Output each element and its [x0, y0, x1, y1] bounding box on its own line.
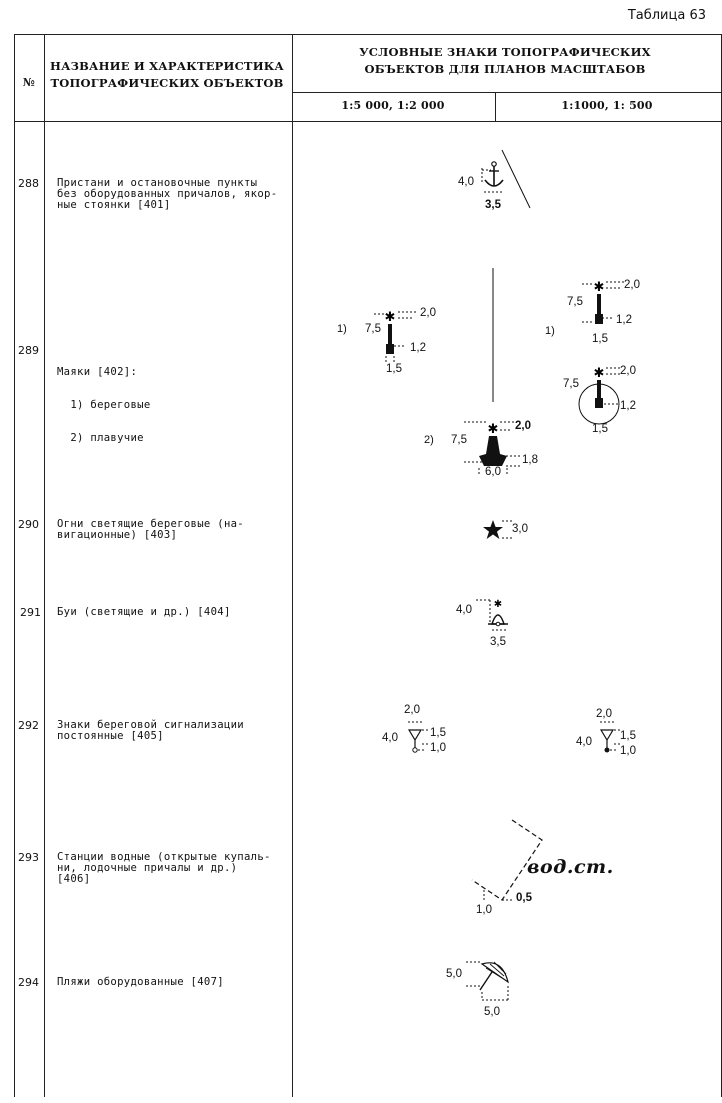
dim-label: 4,0: [456, 604, 472, 616]
dim-label: 1,8: [522, 454, 538, 466]
dim-label: 4,0: [382, 732, 398, 744]
separator-line: [492, 268, 494, 402]
dim-label: 1,2: [620, 400, 636, 412]
header-scale-a: 1:5 000, 1:2 000: [341, 99, 445, 112]
star-icon: [483, 520, 512, 539]
dim-label: 3,5: [485, 199, 501, 211]
row-number: 290: [18, 518, 39, 531]
water-station-inscription: вод.ст.: [527, 856, 614, 878]
lighthouse-icon: ✱: [582, 280, 624, 324]
buoy-icon: ✱: [476, 599, 508, 631]
dim-label: 1,5: [592, 423, 608, 435]
row-name-line: 1) береговые: [57, 399, 151, 411]
row-name: Буи (светящие и др.) [404]: [57, 607, 287, 618]
floating-lighthouse-icon: ✱: [464, 421, 520, 474]
anchor-icon: [481, 149, 531, 209]
dim-label: 0,5: [516, 892, 532, 904]
header-symbols-col: УСЛОВНЫЕ ЗНАКИ ТОПОГРАФИЧЕСКИХ ОБЪЕКТОВ …: [292, 44, 718, 78]
variant-label: 1): [337, 323, 347, 335]
variant-label: 1): [545, 325, 555, 337]
row-name-line: вигационные) [403]: [57, 529, 178, 541]
water-station-outline: [471, 819, 543, 902]
dim-label: 1,2: [616, 314, 632, 326]
dim-label: 7,5: [365, 323, 381, 335]
dim-label: 7,5: [451, 434, 467, 446]
svg-text:✱: ✱: [385, 310, 396, 325]
dim-label: 1,0: [620, 745, 636, 757]
row-name-line: [406]: [57, 873, 91, 885]
row-name-line: Знаки береговой сигнализации: [57, 719, 244, 731]
svg-text:✱: ✱: [488, 422, 499, 437]
dim-label: 1,2: [410, 342, 426, 354]
row-name-line: Пристани и остановочные пункты: [57, 177, 258, 189]
row-number: 288: [18, 177, 39, 190]
header-symbols-line1: УСЛОВНЫЕ ЗНАКИ ТОПОГРАФИЧЕСКИХ: [359, 45, 651, 59]
svg-text:✱: ✱: [594, 366, 605, 381]
header-symbols-line2: ОБЪЕКТОВ ДЛЯ ПЛАНОВ МАСШТАБОВ: [364, 62, 646, 76]
dim-label: 2,0: [596, 708, 612, 720]
dim-label: 7,5: [567, 296, 583, 308]
col-divider-name: [292, 35, 293, 1097]
dim-label: 2,0: [620, 365, 636, 377]
col-divider-scale: [495, 92, 496, 122]
dim-label: 7,5: [563, 378, 579, 390]
dim-label: 3,5: [490, 636, 506, 648]
header-scale-b: 1:1000, 1: 500: [561, 99, 653, 112]
dim-label: 2,0: [420, 307, 436, 319]
signal-mark-icon: [599, 721, 620, 753]
row-name: Маяки [402]: 1) береговые 2) плавучие: [57, 345, 287, 466]
row-name: Пляжи оборудованные [407]: [57, 977, 287, 988]
row-name-line: Буи (светящие и др.) [404]: [57, 606, 231, 618]
dim-label: 5,0: [484, 1006, 500, 1018]
dim-label: 4,0: [458, 176, 474, 188]
row-name-line: постоянные [405]: [57, 730, 164, 742]
row-name-line: Маяки [402]:: [57, 366, 138, 378]
dim-label: 3,0: [512, 523, 528, 535]
row-name-line: ные стоянки [401]: [57, 199, 171, 211]
row-name: Станции водные (открытые купаль- ни, лод…: [57, 852, 287, 885]
dim-label: 1,5: [592, 333, 608, 345]
table-caption: Таблица 63: [627, 8, 706, 23]
dim-label: 1,5: [620, 730, 636, 742]
row-name-line: 2) плавучие: [57, 432, 144, 444]
dim-label: 1,0: [430, 742, 446, 754]
dim-label: 2,0: [515, 420, 531, 432]
header-name-line2: ТОПОГРАФИЧЕСКИХ ОБЪЕКТОВ: [50, 76, 284, 90]
svg-text:✱: ✱: [594, 280, 605, 295]
lighthouse-icon: ✱: [374, 310, 416, 364]
header-bottom-line: [15, 121, 721, 122]
row-name-line: Станции водные (открытые купаль-: [57, 851, 271, 863]
row-name: Пристани и остановочные пункты без обору…: [57, 178, 287, 211]
dim-label: 1,5: [430, 727, 446, 739]
row-name-line: Огни светящие береговые (на-: [57, 518, 244, 530]
svg-text:✱: ✱: [494, 599, 502, 610]
dim-label: 6,0: [485, 466, 501, 478]
dim-label: 2,0: [404, 704, 420, 716]
variant-label: 2): [424, 434, 434, 446]
header-name-line1: НАЗВАНИЕ И ХАРАКТЕРИСТИКА: [50, 59, 284, 73]
dim-label: 4,0: [576, 736, 592, 748]
header-num: №: [22, 76, 36, 89]
row-name-line: ни, лодочные причалы и др.): [57, 862, 238, 874]
dim-label: 2,0: [624, 279, 640, 291]
row-name: Огни светящие береговые (на- вигационные…: [57, 519, 287, 541]
col-divider-num: [44, 35, 45, 1097]
scale-header-line: [292, 92, 721, 93]
floating-lighthouse-icon: ✱: [578, 366, 622, 425]
dim-label: 5,0: [446, 968, 462, 980]
row-name: Знаки береговой сигнализации постоянные …: [57, 720, 287, 742]
row-number: 291: [20, 606, 41, 619]
dim-label: 1,0: [476, 904, 492, 916]
row-number: 289: [18, 344, 39, 357]
signal-mark-icon: [407, 721, 428, 753]
beach-umbrella-icon: [466, 961, 509, 1001]
row-number: 294: [18, 976, 39, 989]
row-number: 293: [18, 851, 39, 864]
header-name-col: НАЗВАНИЕ И ХАРАКТЕРИСТИКА ТОПОГРАФИЧЕСКИ…: [44, 58, 290, 92]
dim-label: 1,5: [386, 363, 402, 375]
row-number: 292: [18, 719, 39, 732]
row-name-line: без оборудованных причалов, якор-: [57, 188, 278, 200]
row-name-line: Пляжи оборудованные [407]: [57, 976, 224, 988]
